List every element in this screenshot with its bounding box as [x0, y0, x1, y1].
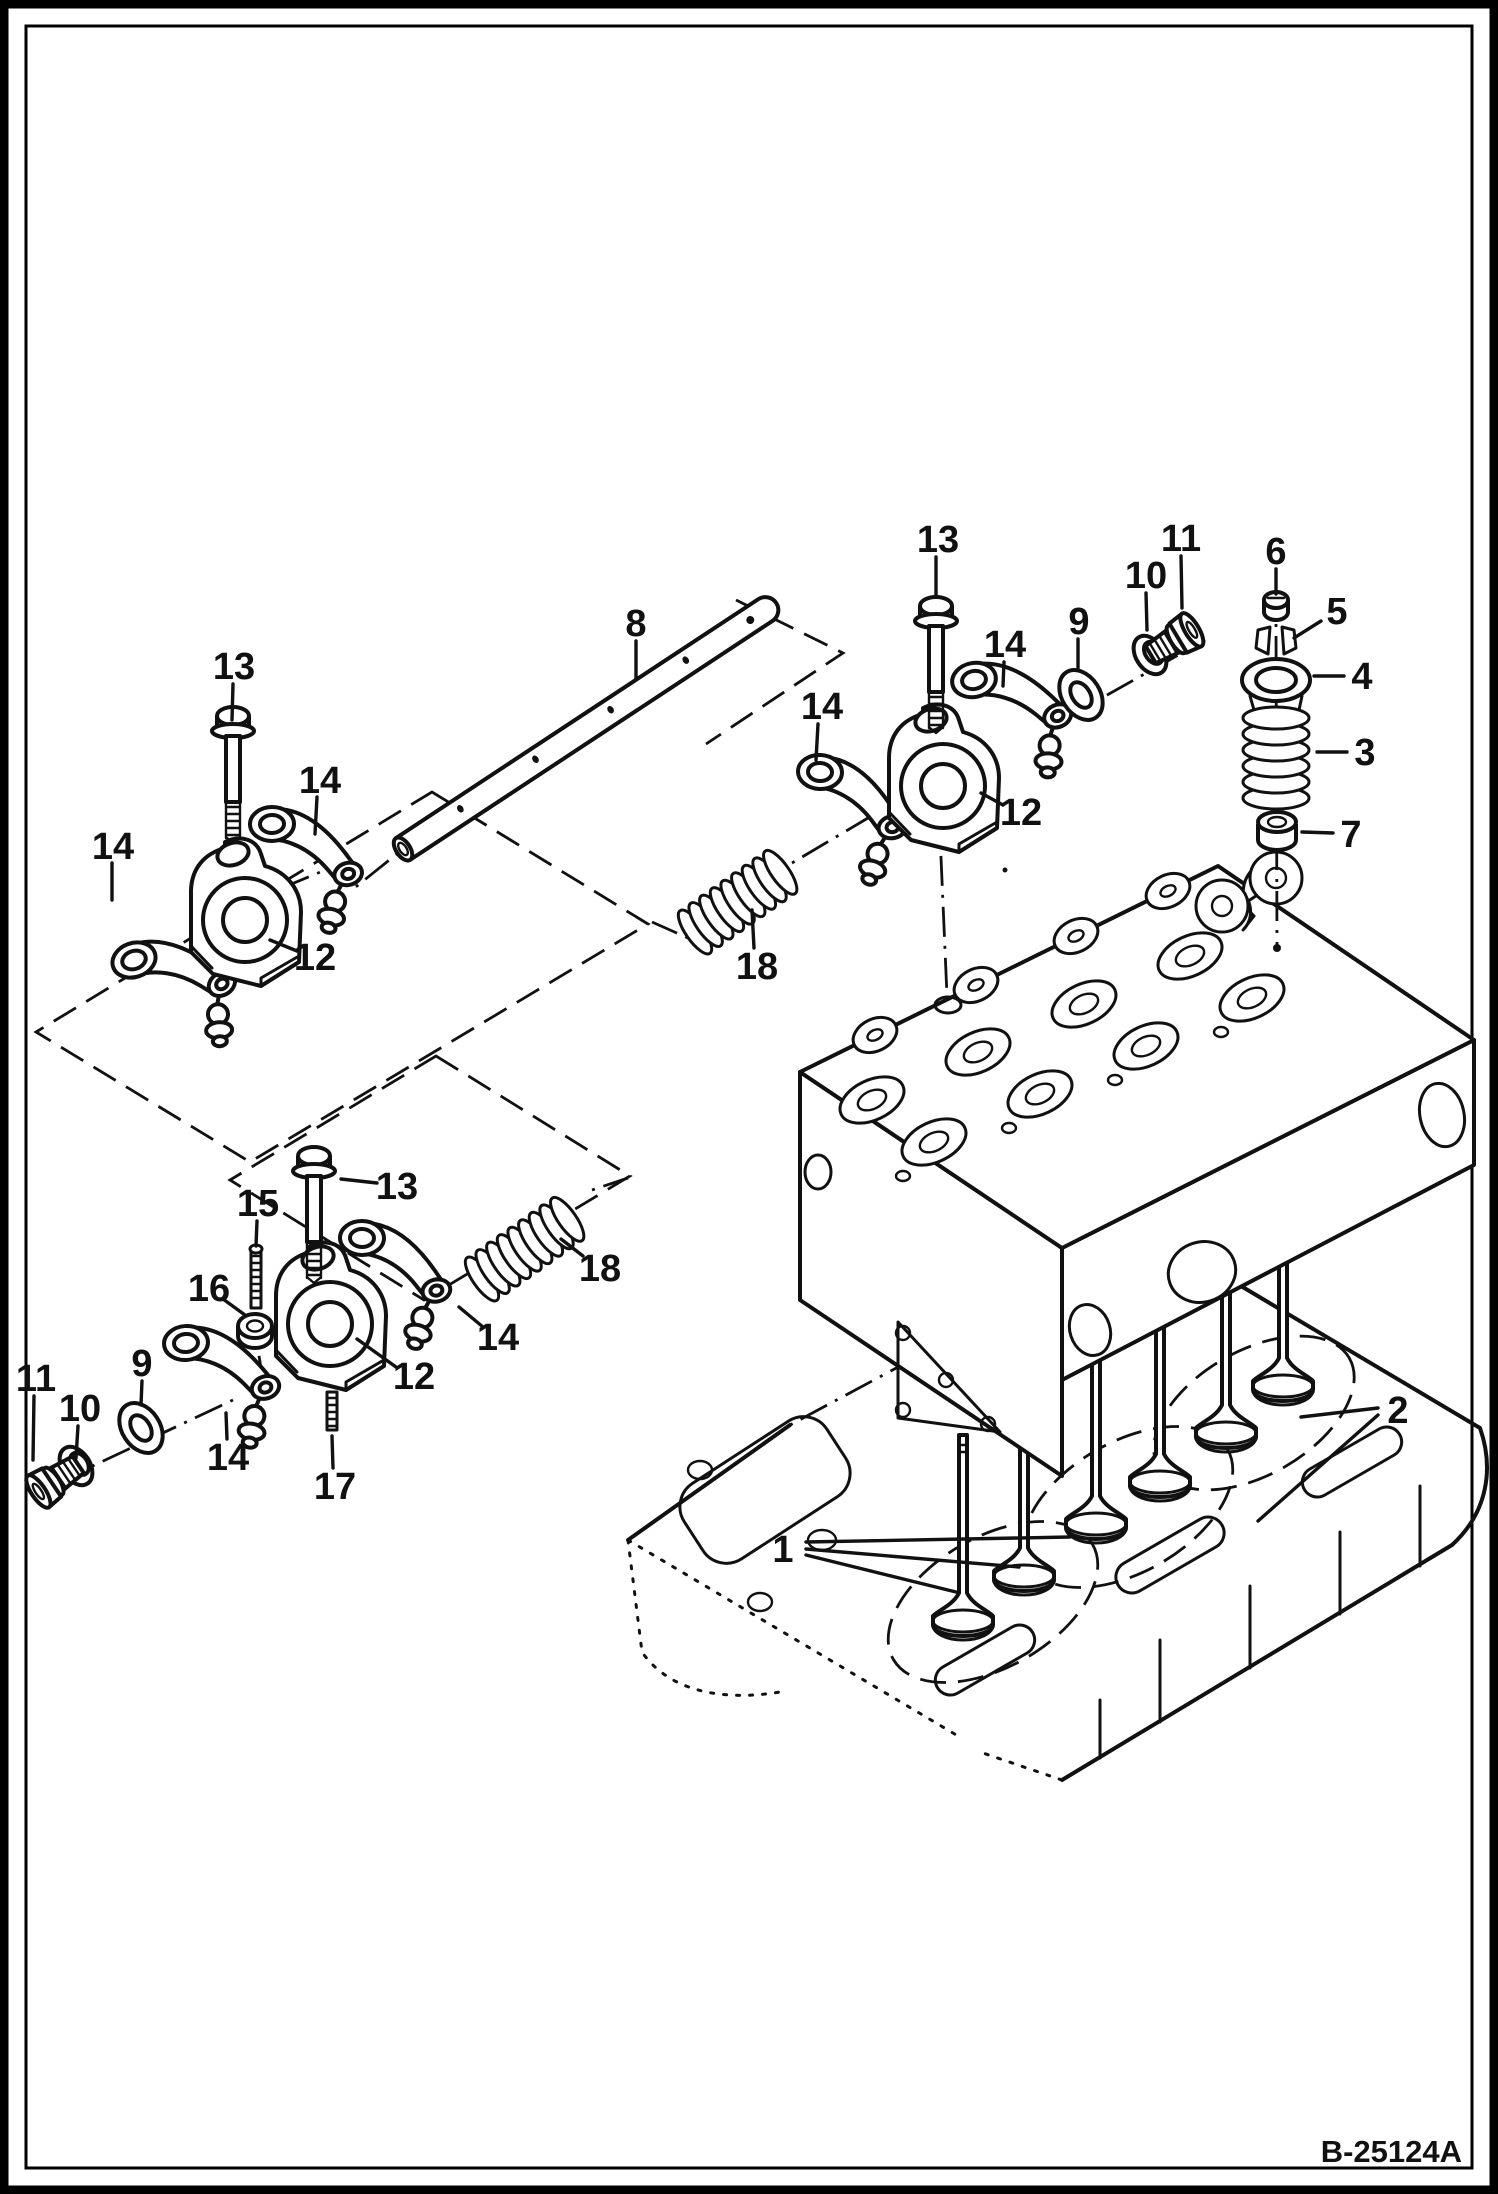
rocker-group-1	[104, 705, 380, 1056]
callout-12: 12	[294, 937, 336, 979]
adjusting-screw	[248, 1243, 264, 1310]
valve-cap	[1262, 590, 1290, 622]
callout-11: 11	[16, 1358, 56, 1400]
callout-leader-10	[1144, 591, 1149, 632]
stem-seal	[1256, 810, 1298, 852]
callout-11: 11	[1161, 518, 1201, 560]
callout-16: 16	[188, 1268, 230, 1310]
pedestal-pad	[1194, 850, 1304, 934]
callout-14: 14	[984, 624, 1026, 666]
callout-leader-14	[457, 1305, 485, 1329]
spring-retainer	[1240, 657, 1312, 719]
callout-18: 18	[736, 946, 778, 988]
bracket-bolt	[210, 705, 256, 845]
rocker-shaft	[391, 595, 781, 863]
callout-leader-18	[559, 1237, 585, 1258]
callout-14: 14	[299, 760, 341, 802]
callout-13: 13	[917, 519, 959, 561]
callout-1: 1	[772, 1529, 793, 1571]
callout-leader-2	[1256, 1413, 1380, 1523]
head-bolt-tabs	[851, 871, 1192, 1055]
callout-leader-12	[979, 791, 1005, 807]
callout-4: 4	[1351, 656, 1372, 698]
rocker-group-2	[19, 1145, 470, 1514]
callout-leader-16	[221, 1297, 247, 1317]
callout-14: 14	[92, 826, 134, 868]
pivot-pin	[325, 1390, 339, 1432]
valve-keepers	[1254, 625, 1298, 656]
callout-10: 10	[59, 1388, 101, 1430]
callout-leader-11	[1179, 554, 1184, 610]
callout-leader-7	[1300, 830, 1335, 835]
print-dot	[1002, 867, 1008, 873]
valve-spring-3	[1241, 705, 1311, 811]
callout-12: 12	[1000, 792, 1042, 834]
callout-3: 3	[1354, 732, 1375, 774]
callout-5: 5	[1326, 591, 1347, 633]
callout-leader-10	[74, 1424, 80, 1460]
valve-spring-18	[676, 848, 799, 956]
figure-code: B-25124A	[1321, 2134, 1462, 2169]
callout-leader-1	[804, 1535, 1072, 1544]
callout-leader-12	[355, 1337, 398, 1369]
callout-leader-18	[750, 908, 756, 950]
callout-18: 18	[579, 1248, 621, 1290]
callout-15: 15	[237, 1183, 279, 1225]
callout-leader-14	[814, 722, 820, 762]
callout-13: 13	[376, 1166, 418, 1208]
valve-stack	[1240, 590, 1312, 852]
callout-leader-14	[313, 795, 319, 836]
valve-spring-18	[463, 1195, 586, 1303]
callout-9: 9	[1068, 601, 1089, 643]
callout-leader-1	[804, 1553, 958, 1594]
callout-leader-12	[268, 938, 299, 953]
callout-12: 12	[393, 1356, 435, 1398]
callout-8: 8	[625, 603, 646, 645]
rocker-bracket	[189, 836, 303, 988]
callout-leader-2	[1299, 1406, 1380, 1419]
callout-leader-13	[230, 682, 235, 722]
callout-14: 14	[207, 1437, 249, 1479]
gasket-outline	[803, 1153, 1002, 1434]
callout-17: 17	[314, 1466, 356, 1508]
callout-6: 6	[1265, 531, 1286, 573]
callout-leader-1	[804, 1547, 1021, 1569]
callout-leader-13	[339, 1177, 379, 1185]
valve-bosses	[838, 931, 1286, 1183]
callout-14: 14	[477, 1317, 519, 1359]
callout-leader-11	[31, 1394, 36, 1462]
cylinder-head	[798, 850, 1476, 1478]
callout-leader-14	[224, 1411, 229, 1441]
callout-2: 2	[1387, 1390, 1408, 1432]
callout-leader-14	[1001, 660, 1006, 688]
callout-9: 9	[131, 1343, 152, 1385]
callout-7: 7	[1340, 814, 1361, 856]
callout-leader-15	[254, 1219, 259, 1248]
callout-13: 13	[213, 646, 255, 688]
adjusting-nut	[236, 1312, 274, 1350]
callout-14: 14	[801, 686, 843, 728]
callout-10: 10	[1125, 555, 1167, 597]
callout-leader-17	[330, 1434, 335, 1470]
rocker-bracket	[274, 1240, 388, 1392]
callout-leader-5	[1292, 619, 1323, 640]
callout-leader-9	[139, 1379, 144, 1407]
